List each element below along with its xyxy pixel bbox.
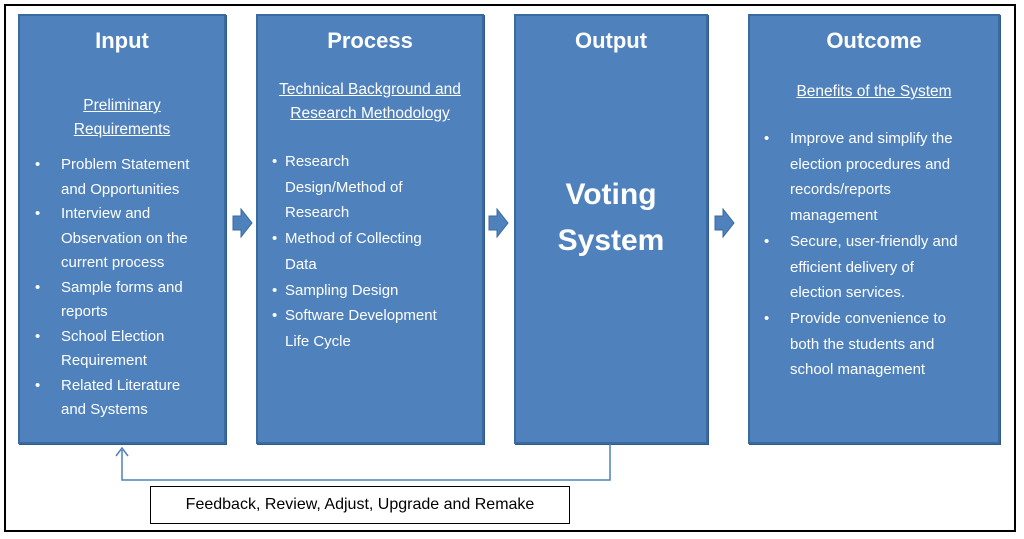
process-subtitle-line-1: Technical Background and	[279, 81, 461, 98]
outcome-title: Outcome	[826, 28, 922, 53]
arrow-right-icon	[232, 208, 253, 238]
outcome-subtitle: Benefits of the System	[796, 83, 952, 100]
input-title: Input	[95, 28, 149, 53]
output-center-line-2: System	[557, 224, 665, 257]
input-box: Input Preliminary Requirements Problem S…	[18, 14, 226, 444]
arrow-up-icon	[115, 446, 129, 457]
feedback-label: Feedback, Review, Adjust, Upgrade and Re…	[150, 486, 570, 524]
arrow-right-icon	[714, 208, 735, 238]
output-center-text: Voting System	[516, 172, 706, 264]
process-subtitle: Technical Background and Research Method…	[258, 78, 482, 126]
output-box: Output Voting System	[514, 14, 708, 444]
output-center-line-1: Voting	[565, 178, 657, 211]
input-subtitle: Preliminary Requirements	[20, 94, 224, 142]
input-subtitle-line-2: Requirements	[73, 121, 171, 138]
process-subtitle-line-2: Research Methodology	[290, 105, 450, 122]
input-subtitle-line-1: Preliminary	[83, 97, 161, 114]
arrow-right-icon	[488, 208, 509, 238]
process-bullet: Sampling Design	[272, 278, 475, 304]
process-title: Process	[327, 28, 413, 53]
diagram-frame	[4, 4, 1016, 532]
process-box: Process Technical Background and Researc…	[256, 14, 484, 444]
outcome-box: Outcome Benefits of the System Improve a…	[748, 14, 1000, 444]
output-title: Output	[574, 28, 648, 53]
